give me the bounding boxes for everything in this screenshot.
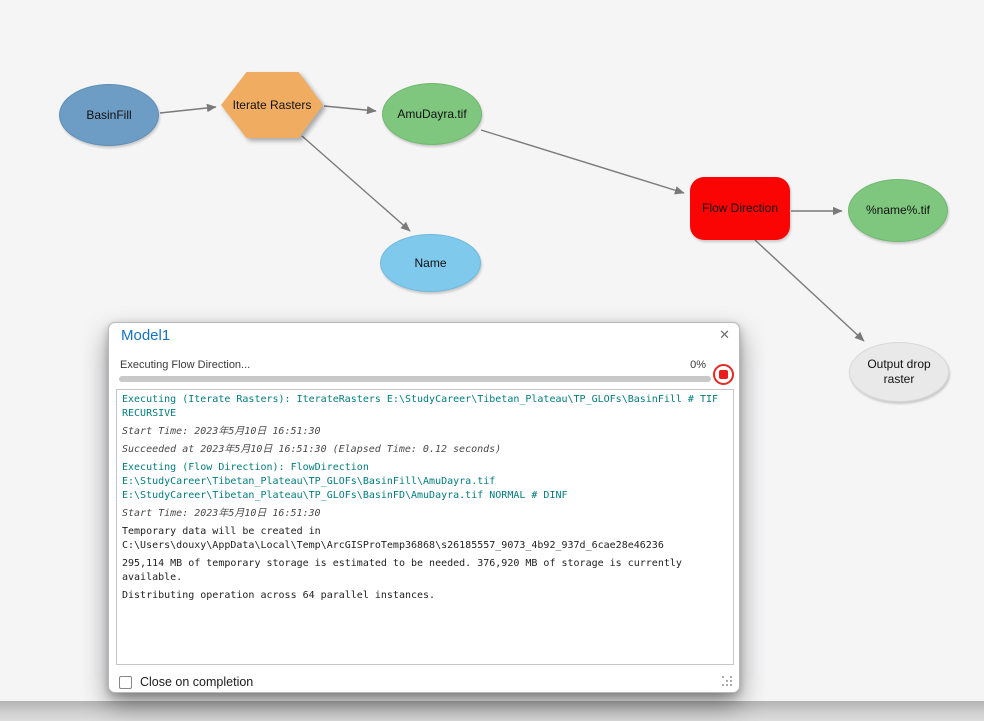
node-amudayra-tif-label: AmuDayra.tif: [397, 106, 467, 121]
stop-square-icon: [719, 370, 728, 379]
node-iterate-rasters[interactable]: Iterate Rasters: [221, 72, 323, 138]
log-entry: 295,114 MB of temporary storage is estim…: [122, 558, 682, 583]
hexagon-iterator-icon: Iterate Rasters: [221, 72, 323, 138]
window-bottom-edge: [0, 701, 984, 721]
node-basinfill-label: BasinFill: [86, 107, 132, 122]
log-entry: Start Time: 2023年5月10日 16:51:30: [122, 426, 321, 437]
log-entry: Executing (Flow Direction): FlowDirectio…: [122, 462, 568, 501]
edge-basinfill-to-iteraterasters[interactable]: [159, 103, 217, 114]
node-basinfill[interactable]: BasinFill: [59, 84, 159, 146]
log-entry: Start Time: 2023年5月10日 16:51:30: [122, 508, 321, 519]
edge-iteraterasters-to-amudayra[interactable]: [323, 105, 377, 115]
dialog-title: Model1: [121, 327, 171, 344]
log-entry: Succeeded at 2023年5月10日 16:51:30 (Elapse…: [122, 444, 502, 455]
close-on-completion-label: Close on completion: [140, 675, 254, 689]
close-on-completion-checkbox[interactable]: [119, 675, 132, 689]
node-amudayra-tif[interactable]: AmuDayra.tif: [382, 83, 482, 145]
node-output-drop-raster-label: Output drop raster: [867, 357, 931, 386]
edge-iteraterasters-to-name[interactable]: [301, 135, 411, 232]
progress-percent: 0%: [690, 359, 706, 371]
log-entry: Distributing operation across 64 paralle…: [122, 590, 436, 601]
node-flow-direction-label: Flow Direction: [701, 201, 779, 215]
status-text: Executing Flow Direction...: [120, 359, 251, 371]
node-iterate-rasters-label: Iterate Rasters: [232, 98, 312, 112]
node-name[interactable]: Name: [380, 234, 481, 292]
close-icon[interactable]: ✕: [719, 327, 730, 342]
node-percent-name-tif[interactable]: %name%.tif: [848, 179, 948, 242]
model-run-dialog: Model1 ✕ Executing Flow Direction... 0% …: [108, 322, 740, 693]
edge-amudayra-to-flowdirection[interactable]: [480, 129, 685, 195]
resize-grip-icon[interactable]: [722, 676, 733, 687]
node-name-label: Name: [414, 255, 447, 270]
stop-button[interactable]: [713, 364, 734, 385]
log-entry: Executing (Iterate Rasters): IterateRast…: [122, 394, 719, 419]
node-output-drop-raster[interactable]: Output drop raster: [849, 342, 949, 402]
log-output[interactable]: Executing (Iterate Rasters): IterateRast…: [116, 389, 734, 665]
node-flow-direction[interactable]: Flow Direction: [690, 177, 790, 240]
close-on-completion-row[interactable]: Close on completion: [119, 675, 253, 689]
log-entry: Temporary data will be created in C:\Use…: [122, 526, 664, 551]
progress-bar: [119, 376, 711, 382]
edge-flowdirection-to-outputdrop[interactable]: [754, 239, 865, 342]
node-percent-name-tif-label: %name%.tif: [865, 203, 931, 217]
